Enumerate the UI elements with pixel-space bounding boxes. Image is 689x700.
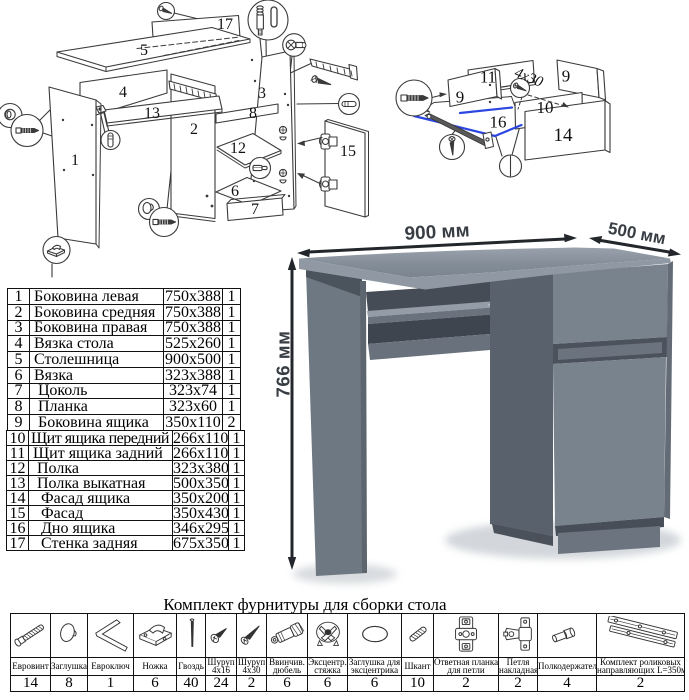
svg-text:16: 16 <box>490 113 507 132</box>
svg-text:14: 14 <box>554 125 574 146</box>
svg-text:12: 12 <box>230 140 246 157</box>
svg-text:15: 15 <box>340 143 356 160</box>
svg-text:2: 2 <box>190 121 198 138</box>
svg-text:5: 5 <box>140 42 148 59</box>
svg-text:10: 10 <box>537 98 554 117</box>
svg-text:6: 6 <box>231 183 239 200</box>
svg-text:9: 9 <box>456 88 465 107</box>
svg-text:7: 7 <box>251 201 259 218</box>
svg-text:17: 17 <box>217 16 233 33</box>
svg-text:9: 9 <box>562 67 571 86</box>
svg-text:766 мм: 766 мм <box>276 331 294 398</box>
svg-text:4: 4 <box>119 84 127 101</box>
svg-text:11: 11 <box>480 68 496 87</box>
svg-text:3: 3 <box>258 85 266 102</box>
svg-text:900 мм: 900 мм <box>404 220 470 244</box>
svg-text:1: 1 <box>71 152 79 169</box>
svg-text:8: 8 <box>249 105 257 122</box>
svg-text:13: 13 <box>144 105 160 122</box>
